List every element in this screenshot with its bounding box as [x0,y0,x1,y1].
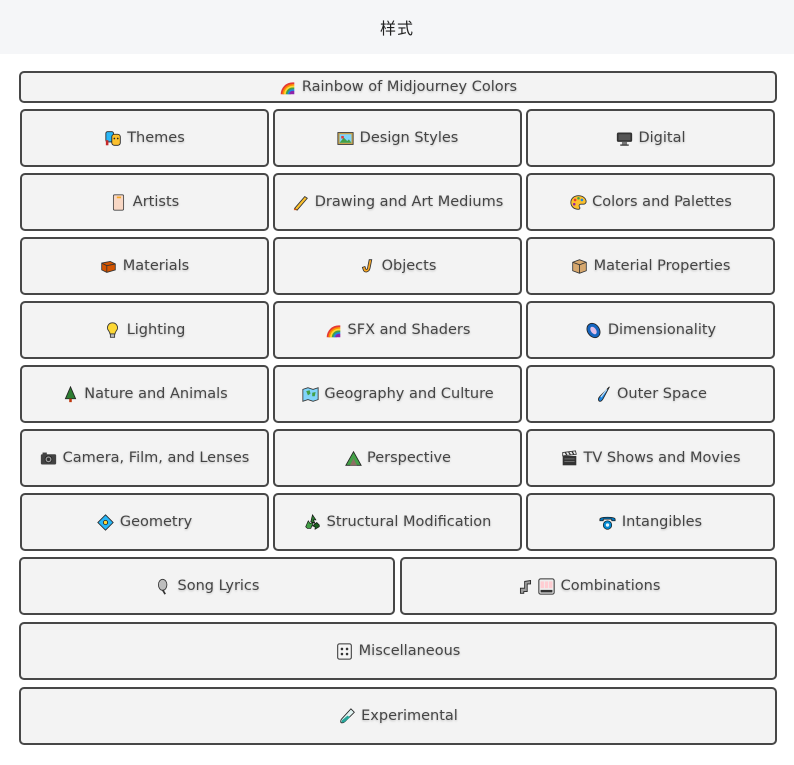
mountain-icon [344,449,362,467]
digital-button[interactable]: Digital [526,109,775,167]
geometry-label: Geometry [119,514,193,530]
evergreen-tree-icon [61,385,79,403]
artist-palette-icon [569,193,587,211]
digital-label: Digital [638,130,686,146]
rainbow-colors-button[interactable]: Rainbow of Midjourney Colors [19,71,777,103]
design-styles-label: Design Styles [359,130,459,146]
saxophone-icon [359,257,377,275]
miscellaneous-label: Miscellaneous [358,643,461,659]
materials-label: Materials [122,258,190,274]
notebook-icon [110,193,128,211]
colors-palettes-button[interactable]: Colors and Palettes [526,173,775,231]
rainbow-icon [325,321,343,339]
framed-picture-icon [337,129,355,147]
sfx-shaders-button[interactable]: SFX and Shaders [273,301,522,359]
miscellaneous-button[interactable]: Miscellaneous [19,622,777,680]
drawing-art-mediums-button[interactable]: Drawing and Art Mediums [273,173,522,231]
microphone-icon [155,577,173,595]
geography-culture-button[interactable]: Geography and Culture [273,365,522,423]
song-lyrics-label: Song Lyrics [177,578,260,594]
rainbow-icon [279,78,297,96]
lighting-label: Lighting [126,322,186,338]
artists-button[interactable]: Artists [20,173,269,231]
objects-button[interactable]: Objects [273,237,522,295]
drawing-art-mediums-label: Drawing and Art Mediums [314,194,504,210]
performing-arts-icon [104,129,122,147]
recycle-icon [304,513,322,531]
nature-animals-button[interactable]: Nature and Animals [20,365,269,423]
perspective-button[interactable]: Perspective [273,429,522,487]
dice-icon [336,642,354,660]
sfx-shaders-label: SFX and Shaders [347,322,471,338]
clapper-board-icon [560,449,578,467]
light-bulb-icon [104,321,122,339]
joystick-icon [517,577,535,595]
camera-film-lenses-button[interactable]: Camera, Film, and Lenses [20,429,269,487]
dimensionality-label: Dimensionality [607,322,717,338]
experimental-label: Experimental [361,708,458,724]
comet-icon [594,385,612,403]
telephone-icon [599,513,617,531]
test-tube-icon [338,707,356,725]
themes-label: Themes [127,130,185,146]
material-properties-button[interactable]: Material Properties [526,237,775,295]
objects-label: Objects [381,258,437,274]
slot-machine-icon [538,577,556,595]
desktop-computer-icon [615,129,633,147]
dimensionality-button[interactable]: Dimensionality [526,301,775,359]
geography-culture-label: Geography and Culture [324,386,494,402]
rainbow-colors-label: Rainbow of Midjourney Colors [301,79,518,95]
intangibles-label: Intangibles [621,514,703,530]
camera-film-lenses-label: Camera, Film, and Lenses [62,450,250,466]
lighting-button[interactable]: Lighting [20,301,269,359]
material-properties-label: Material Properties [593,258,731,274]
pencil-icon [292,193,310,211]
perspective-label: Perspective [367,450,451,466]
page-header: 样式 [0,0,794,54]
structural-modification-button[interactable]: Structural Modification [273,493,522,551]
themes-button[interactable]: Themes [20,109,269,167]
outer-space-button[interactable]: Outer Space [526,365,775,423]
outer-space-label: Outer Space [617,386,707,402]
song-lyrics-button[interactable]: Song Lyrics [19,557,395,615]
tv-shows-movies-label: TV Shows and Movies [583,450,741,466]
intangibles-button[interactable]: Intangibles [526,493,775,551]
colors-palettes-label: Colors and Palettes [592,194,732,210]
page-title: 样式 [379,19,414,38]
milky-way-icon [585,321,603,339]
diamond-dot-icon [97,513,115,531]
world-map-icon [301,385,319,403]
structural-modification-label: Structural Modification [326,514,492,530]
experimental-button[interactable]: Experimental [19,687,777,745]
combinations-label: Combinations [560,578,661,594]
tv-shows-movies-button[interactable]: TV Shows and Movies [526,429,775,487]
camera-icon [40,449,58,467]
design-styles-button[interactable]: Design Styles [273,109,522,167]
artists-label: Artists [132,194,180,210]
package-box-icon [571,257,589,275]
materials-button[interactable]: Materials [20,237,269,295]
combinations-button[interactable]: Combinations [400,557,777,615]
geometry-button[interactable]: Geometry [20,493,269,551]
bricks-icon [100,257,118,275]
nature-animals-label: Nature and Animals [84,386,228,402]
